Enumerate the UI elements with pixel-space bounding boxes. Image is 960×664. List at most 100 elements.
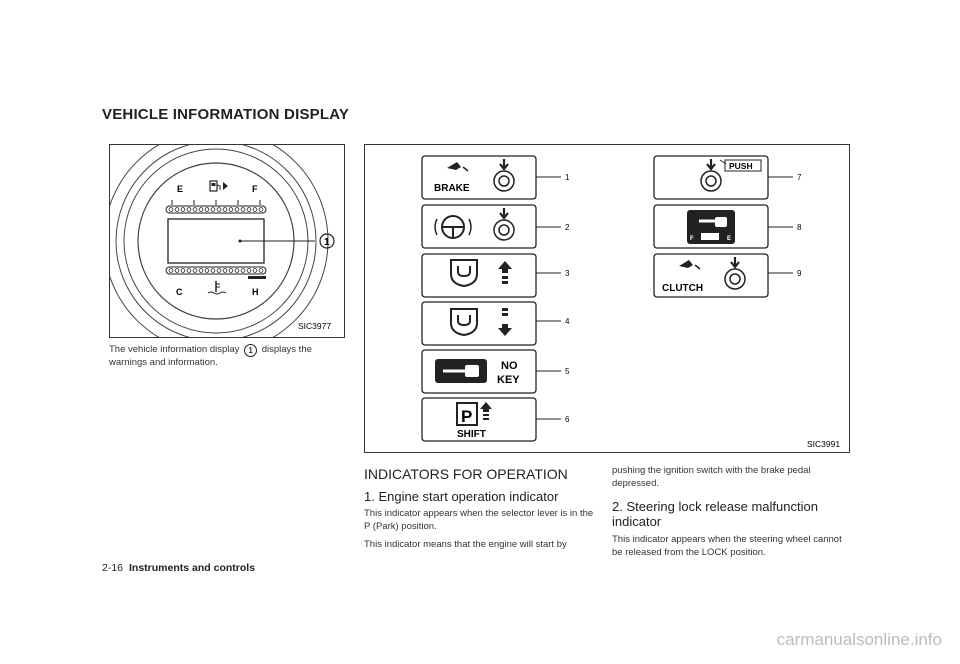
- indicator-1-label: BRAKE: [434, 183, 470, 194]
- item1-paragraph1: This indicator appears when the selector…: [364, 508, 594, 532]
- push-badge: [724, 159, 762, 172]
- key-fob-icon: [450, 308, 478, 337]
- segment-dot: [234, 268, 240, 273]
- gauge-f-label: F: [252, 184, 258, 194]
- segment-dot: [192, 268, 198, 273]
- indicator-6-label: SHIFT: [457, 429, 486, 440]
- segment-dot: [204, 268, 210, 273]
- segment-dot: [240, 207, 246, 212]
- indicator-5-panel: NO KEY 5: [421, 349, 570, 394]
- indicator-1-panel: BRAKE 1: [421, 155, 570, 200]
- indicator-6-number: 6: [565, 415, 570, 424]
- indicator-9-panel: CLUTCH 9: [653, 253, 802, 298]
- figure1-caption: The vehicle information display 1 displa…: [109, 344, 312, 368]
- segment-dot: [228, 268, 234, 273]
- ignition-press-icon: [724, 257, 746, 290]
- gauge-c-label: C: [176, 287, 183, 297]
- key-icon: [435, 359, 487, 383]
- figure-code: SIC3977: [298, 321, 331, 331]
- key-battery-f-label: F: [690, 236, 694, 242]
- figure-indicators: BRAKE 1 2: [364, 144, 850, 453]
- segment-dot: [222, 207, 228, 212]
- item1-paragraph2-continued: pushing the ignition switch with the bra…: [612, 465, 811, 489]
- segment-dot: [198, 207, 204, 212]
- segment-dot: [252, 268, 258, 273]
- segment-dot: [180, 207, 186, 212]
- coolant-temp-icon: [207, 281, 227, 295]
- park-p-label: P: [461, 407, 472, 426]
- key-fob-icon: [450, 259, 478, 288]
- item1-heading: 1. Engine start operation indicator: [364, 489, 559, 504]
- key-battery-e-label: E: [727, 236, 731, 242]
- indicator-8-panel: F E 8: [653, 204, 802, 249]
- indicator-8-number: 8: [797, 223, 802, 232]
- segment-dot: [258, 207, 264, 212]
- foot-icon: [679, 260, 701, 270]
- indicator-4-number: 4: [565, 317, 570, 326]
- figure-code: SIC3991: [807, 439, 840, 449]
- callout-number: 1: [324, 237, 330, 248]
- section-title: VEHICLE INFORMATION DISPLAY: [102, 106, 350, 123]
- indicators-illustration: BRAKE 1 2: [421, 155, 840, 449]
- segment-dot: [198, 268, 204, 273]
- callout-marker: [319, 233, 335, 249]
- park-p-icon: [456, 402, 478, 426]
- foot-icon: [447, 162, 469, 172]
- segment-dot: [204, 207, 210, 212]
- indicator-6-panel: P SHIFT 6: [421, 397, 570, 442]
- segment-dot: [216, 268, 222, 273]
- callout-marker-inline: 1: [244, 344, 258, 357]
- segment-dot: [210, 207, 216, 212]
- indicator-7-label: PUSH: [729, 161, 753, 171]
- key-battery-icon: [687, 210, 735, 244]
- indicator-7-panel: PUSH 7: [653, 155, 802, 200]
- indicator-3-panel: 3: [421, 253, 570, 298]
- item2-paragraph1: This indicator appears when the steering…: [612, 534, 842, 558]
- segment-dot: [192, 207, 198, 212]
- figure-gauge: E F 1 C H SIC3977: [109, 144, 345, 338]
- page-footer: 2-16 Instruments and controls: [102, 562, 255, 574]
- segment-dot: [216, 207, 222, 212]
- shift-up-icon: [480, 402, 492, 420]
- segment-dot: [168, 268, 174, 273]
- indicators-heading: INDICATORS FOR OPERATION: [364, 466, 568, 482]
- segment-dot: [210, 268, 216, 273]
- chapter-title: Instruments and controls: [129, 562, 256, 574]
- page-number: 2-16: [102, 562, 124, 574]
- indicator-9-number: 9: [797, 269, 802, 278]
- fuel-pump-icon: [209, 180, 228, 192]
- segment-dot: [174, 268, 180, 273]
- indicator-9-label: CLUTCH: [662, 283, 703, 294]
- gauge-h-label: H: [252, 287, 259, 297]
- item1-paragraph2: This indicator means that the engine wil…: [364, 539, 567, 550]
- indicator-2-panel: 2: [421, 204, 570, 249]
- battery-up-icon: [498, 261, 512, 284]
- indicator-2-number: 2: [565, 223, 570, 232]
- indicator-1-number: 1: [565, 173, 570, 182]
- gauge-illustration: E F 1 C H SIC3977: [110, 145, 335, 337]
- indicator-5-number: 5: [565, 367, 570, 376]
- segment-dot: [228, 207, 234, 212]
- segment-dot: [168, 207, 174, 212]
- segment-dot: [258, 268, 264, 273]
- key-label: KEY: [497, 374, 520, 386]
- segment-dot: [234, 207, 240, 212]
- indicator-3-number: 3: [565, 269, 570, 278]
- segment-dot: [246, 207, 252, 212]
- segment-dot: [222, 268, 228, 273]
- item2-heading: 2. Steering lock release malfunction ind…: [612, 499, 818, 529]
- no-label: NO: [501, 360, 518, 372]
- watermark: carmanualsonline.info: [776, 630, 942, 649]
- ignition-press-icon: [493, 159, 515, 192]
- segment-dot: [246, 268, 252, 273]
- gauge-e-label: E: [177, 184, 183, 194]
- segment-dot: [174, 207, 180, 212]
- segment-dot: [180, 268, 186, 273]
- battery-down-icon: [498, 308, 512, 336]
- segment-dot: [252, 207, 258, 212]
- steering-wheel-icon: [434, 215, 472, 239]
- indicator-7-number: 7: [797, 173, 802, 182]
- ignition-press-icon: [493, 208, 515, 241]
- fuel-segment-bar: [168, 207, 264, 212]
- segment-dot: [240, 268, 246, 273]
